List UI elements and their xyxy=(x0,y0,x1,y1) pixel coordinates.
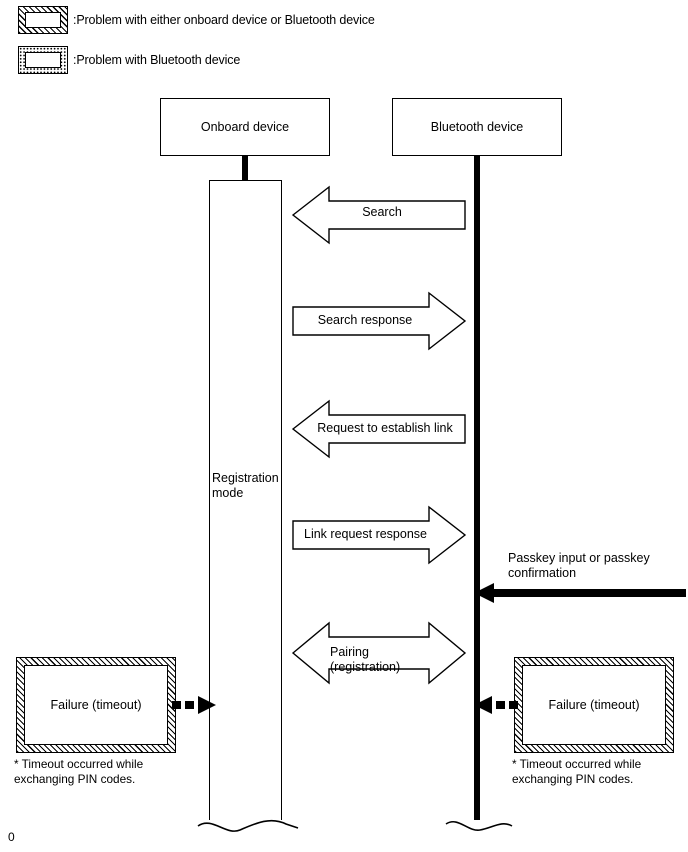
message-arrow-link-request-response xyxy=(292,505,467,565)
bluetooth-lifeline-break xyxy=(444,812,514,838)
legend: :Problem with either onboard device or B… xyxy=(0,0,688,86)
hatched-border-box-icon xyxy=(18,6,68,34)
bluetooth-stem xyxy=(474,156,480,180)
legend-item-hatched: :Problem with either onboard device or B… xyxy=(18,6,375,34)
onboard-registration-mode-column xyxy=(209,180,282,820)
message-label-search: Search xyxy=(362,205,402,219)
legend-item-label: :Problem with Bluetooth device xyxy=(73,53,241,67)
onboard-lifeline-break xyxy=(196,812,300,838)
onboard-failure-box: Failure (timeout) xyxy=(16,657,176,753)
bluetooth-failure-label: Failure (timeout) xyxy=(548,698,640,712)
bluetooth-device-box: Bluetooth device xyxy=(392,98,562,156)
message-label-pairing: Pairing (registration) xyxy=(330,645,401,674)
page-number: 0 xyxy=(8,830,15,844)
onboard-failure-note: * Timeout occurred while exchanging PIN … xyxy=(14,757,144,786)
message-label-link-request-response: Link request response xyxy=(304,527,427,541)
onboard-failure-label: Failure (timeout) xyxy=(50,698,142,712)
bluetooth-failure-box: Failure (timeout) xyxy=(514,657,674,753)
message-arrow-search-response xyxy=(292,291,467,351)
legend-item-label: :Problem with either onboard device or B… xyxy=(73,13,375,27)
onboard-device-title: Onboard device xyxy=(200,120,290,134)
message-arrow-pairing xyxy=(291,621,467,685)
message-label-request-to-establish-link: Request to establish link xyxy=(317,421,453,435)
message-arrow-request-to-establish-link xyxy=(291,399,466,459)
message-arrow-search xyxy=(291,185,466,245)
onboard-failure-arrow xyxy=(172,694,218,716)
passkey-label: Passkey input or passkey confirmation xyxy=(508,551,650,580)
bluetooth-lifeline xyxy=(474,180,480,820)
dotted-border-box-icon xyxy=(18,46,68,74)
bluetooth-device-title: Bluetooth device xyxy=(430,120,524,134)
passkey-input-arrow xyxy=(472,582,688,604)
bluetooth-failure-arrow xyxy=(472,694,518,716)
onboard-stem xyxy=(242,156,248,180)
registration-mode-label: Registration mode xyxy=(212,471,279,500)
bluetooth-failure-note: * Timeout occurred while exchanging PIN … xyxy=(512,757,642,786)
message-label-search-response: Search response xyxy=(317,313,413,327)
legend-item-dotted: :Problem with Bluetooth device xyxy=(18,46,240,74)
onboard-device-box: Onboard device xyxy=(160,98,330,156)
